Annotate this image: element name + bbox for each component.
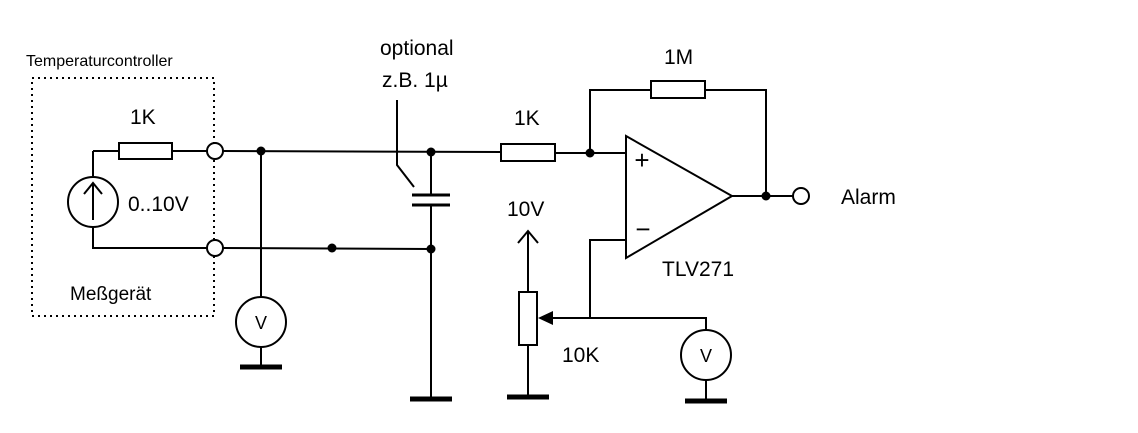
output-label: Alarm <box>841 186 896 209</box>
feedback-wire <box>589 89 767 196</box>
resistor-series <box>500 143 556 162</box>
terminal-bottom <box>206 239 224 257</box>
wiper-arrowhead <box>538 311 553 325</box>
opamp <box>625 134 735 260</box>
voltmeter2-symbol: V <box>700 346 712 366</box>
voltmeter1-symbol: V <box>255 313 267 333</box>
resistor-series-label: 1K <box>514 107 540 130</box>
voltage-source <box>67 176 119 228</box>
inverting-input-wire <box>589 239 626 318</box>
output-terminal <box>792 187 810 205</box>
reference-arrow <box>517 229 539 292</box>
capacitor-leader-line <box>396 100 415 188</box>
wiper-wire <box>551 317 707 330</box>
controller-title: Temperaturcontroller <box>26 53 173 70</box>
capacitor-note-line1: optional <box>380 37 454 60</box>
meter-label: Meßgerät <box>70 284 152 305</box>
top-rail <box>222 150 502 153</box>
source-range-label: 0..10V <box>128 193 189 216</box>
resistor-input-label: 1K <box>130 106 156 129</box>
bottom-rail <box>222 247 432 250</box>
resistor-input <box>118 142 173 160</box>
opamp-model-label: TLV271 <box>662 258 734 281</box>
source-wire-bottom <box>92 227 208 249</box>
opamp-plus-sign: + <box>634 145 649 175</box>
potentiometer <box>518 291 538 346</box>
terminal-top <box>206 142 224 160</box>
resistor-feedback <box>650 80 706 99</box>
controller-boundary <box>31 77 215 317</box>
voltage-source-arrow <box>83 181 103 220</box>
resistor-feedback-label: 1M <box>664 46 693 69</box>
opamp-minus-sign: − <box>635 214 650 244</box>
reference-voltage-label: 10V <box>507 198 544 221</box>
capacitor-note-line2: z.B. 1µ <box>382 69 448 92</box>
junction-bottom-rail <box>327 243 337 253</box>
potentiometer-label: 10K <box>562 344 599 367</box>
